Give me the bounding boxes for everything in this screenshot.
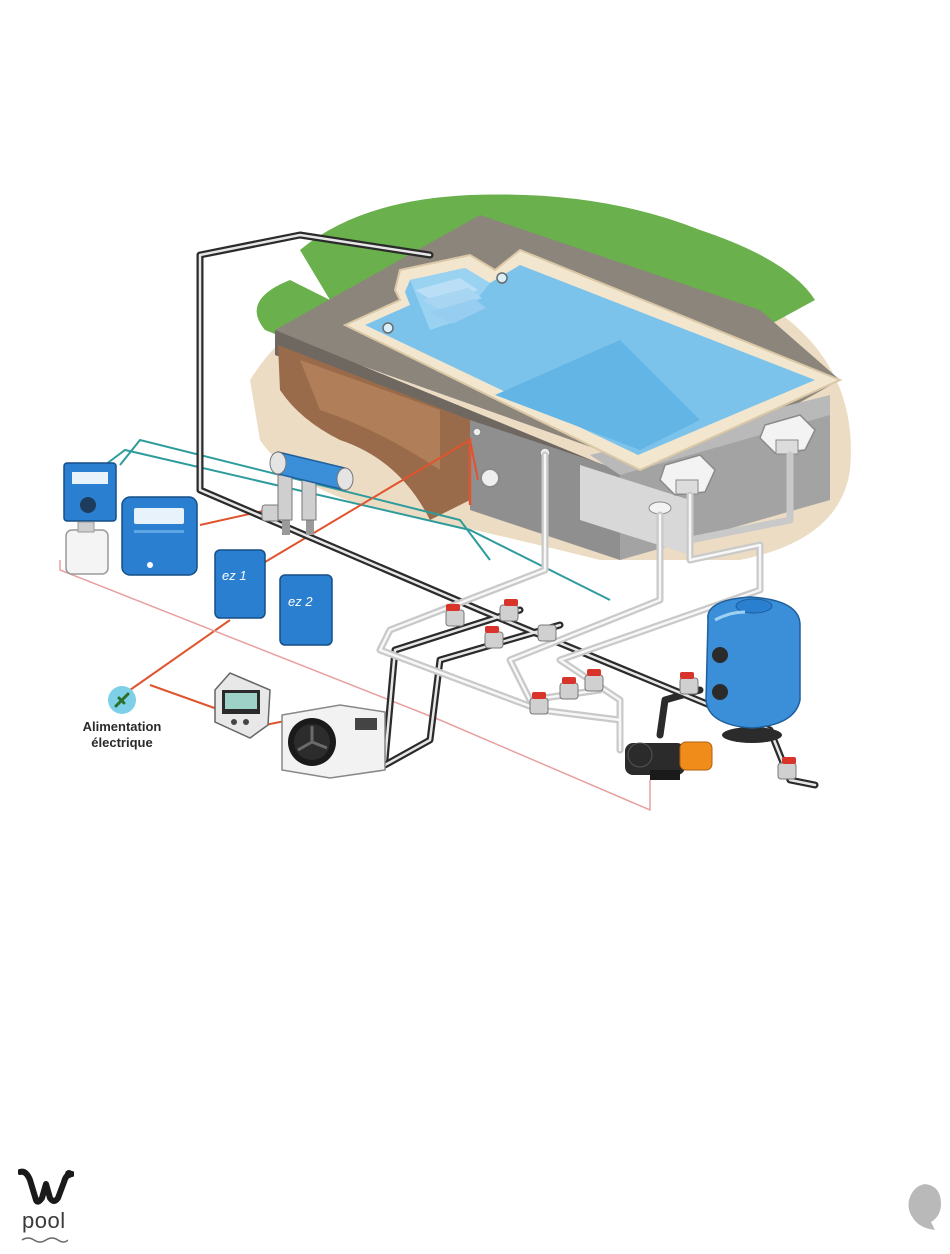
valve <box>446 604 464 626</box>
dosing-station <box>64 463 116 574</box>
w-pool-logo <box>18 1168 74 1206</box>
controller-ez2: ez 2 <box>280 575 332 645</box>
power-label-line1: Alimentation <box>62 719 182 735</box>
inlet-nozzle <box>383 323 393 333</box>
power-supply-label: Alimentation électrique <box>62 719 182 751</box>
valve <box>500 599 518 621</box>
brand-wave <box>20 1236 68 1244</box>
circulation-pump <box>625 742 712 780</box>
controller-ez2-label: ez 2 <box>288 594 313 609</box>
heat-pump <box>282 705 385 778</box>
electrolysis-controller <box>122 497 197 575</box>
power-label-line2: électrique <box>62 735 182 751</box>
valve <box>538 625 556 641</box>
inlet-nozzle <box>497 273 507 283</box>
thermostat <box>215 673 270 738</box>
valve <box>680 672 698 694</box>
valve <box>485 626 503 648</box>
drop-icon <box>905 1182 945 1232</box>
chemical-tank <box>66 530 108 574</box>
brand-text: pool <box>22 1208 66 1234</box>
pool-light <box>481 469 499 487</box>
controller-ez1: ez 1 <box>215 550 265 618</box>
valve <box>262 505 280 521</box>
sand-filter <box>706 597 800 743</box>
controller-ez1-label: ez 1 <box>222 568 247 583</box>
valve <box>530 692 548 714</box>
power-plug-icon <box>108 686 136 714</box>
valve <box>560 677 578 699</box>
valve <box>585 669 603 691</box>
